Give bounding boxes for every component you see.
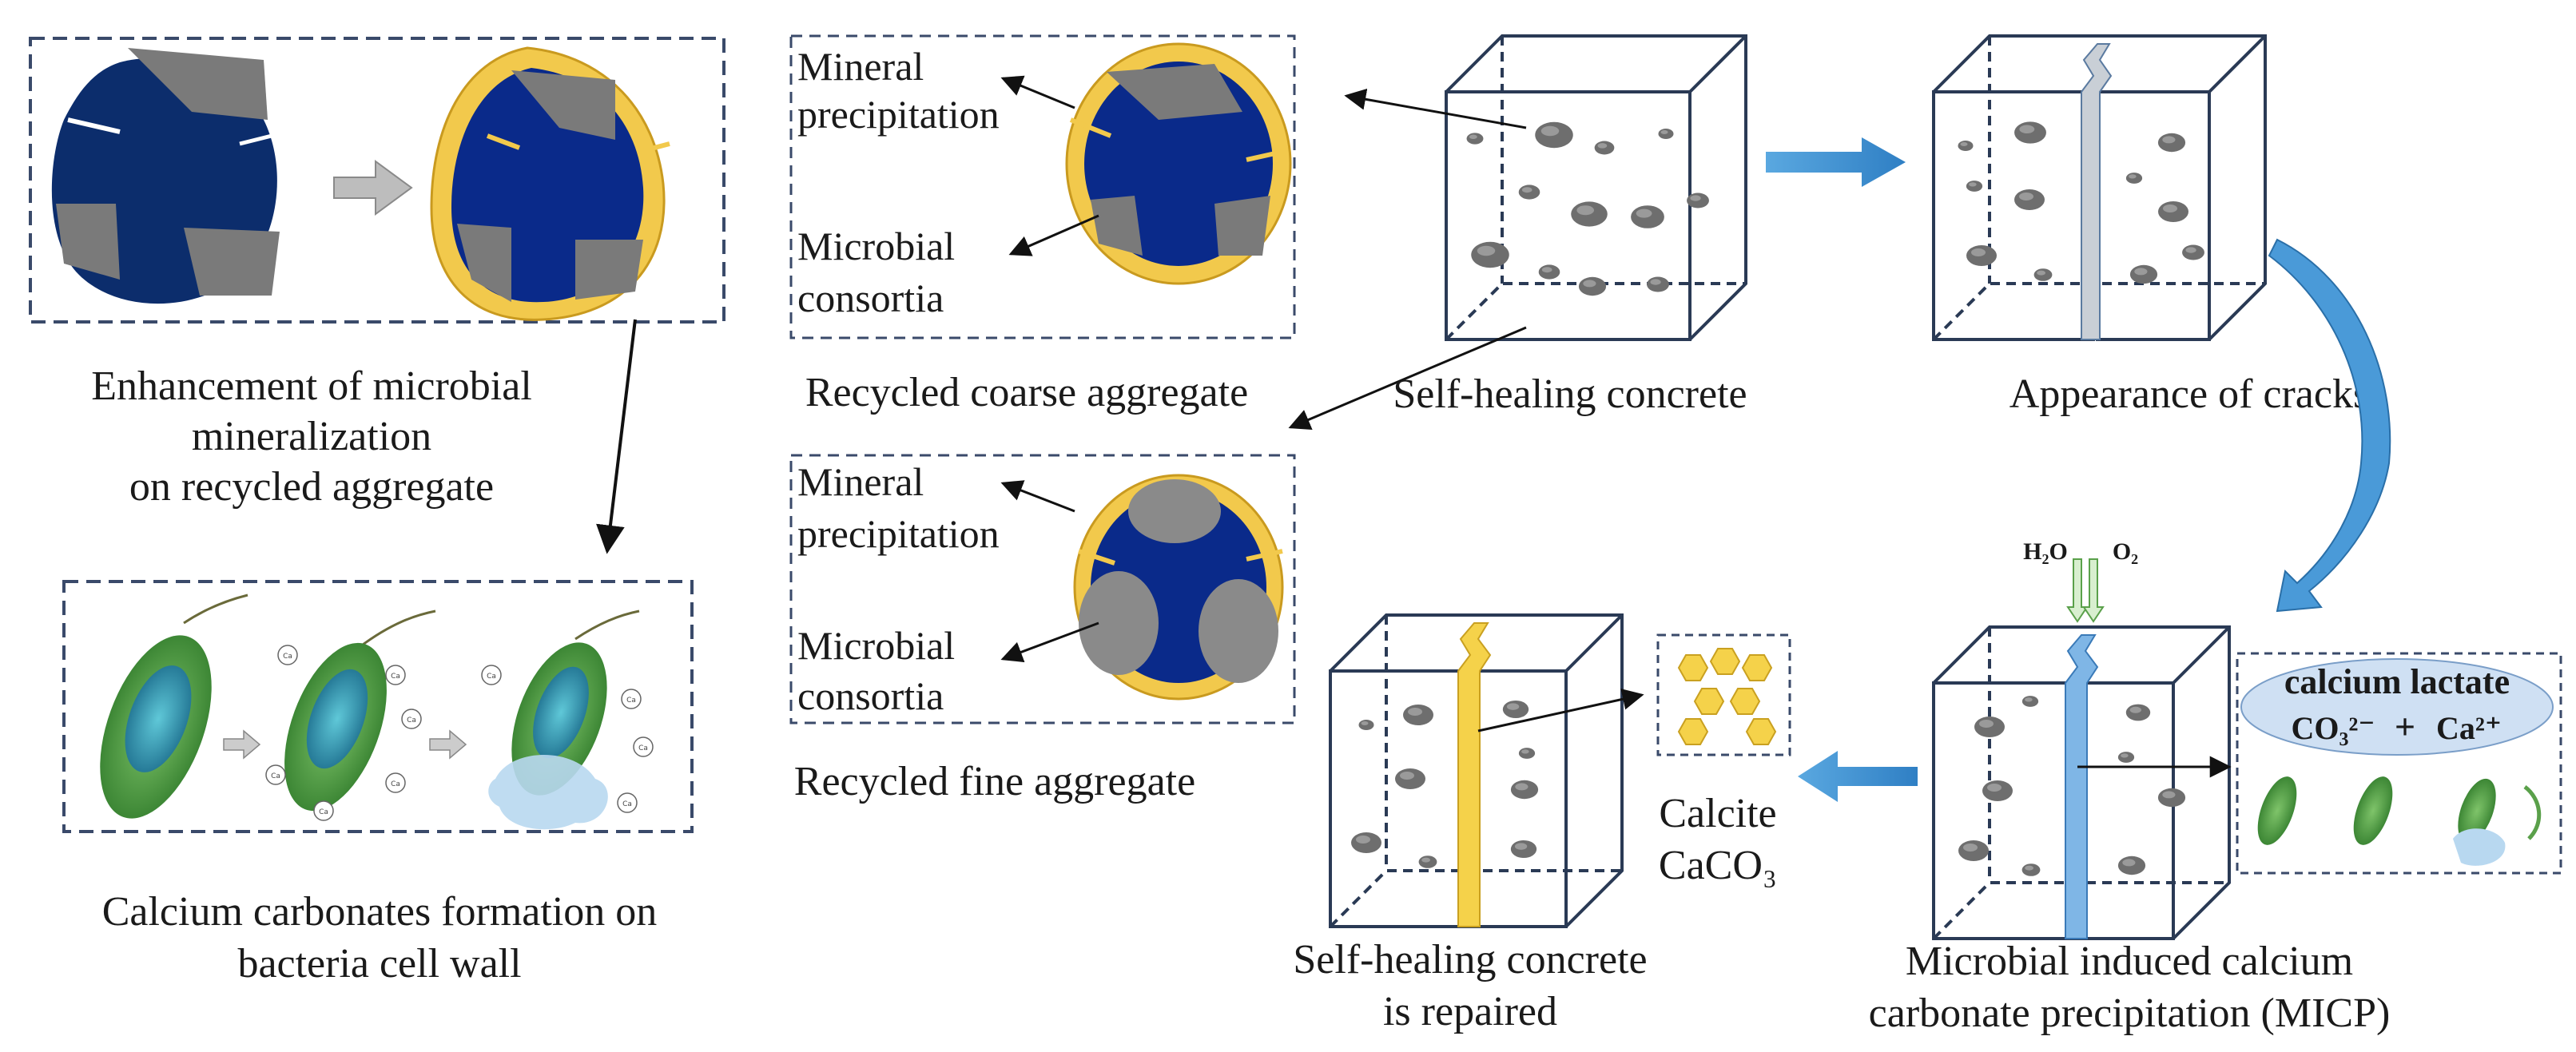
- concrete-stones-4: [1351, 700, 1539, 868]
- bacteria-dashed-box: [62, 580, 694, 833]
- concrete-to-fine-arrow: [1288, 326, 1527, 430]
- micp-concrete-cube: [1932, 625, 2231, 940]
- calcite-label: Calcite: [1659, 791, 1776, 836]
- fine-microbial-pointer: [1000, 621, 1099, 663]
- bacterium-1-icon: [100, 593, 248, 819]
- self-healing-label: Self-healing concrete: [1393, 371, 1747, 417]
- fine-microbial-label-1: Microbial: [797, 623, 955, 668]
- repaired-label-2: is repaired: [1383, 989, 1557, 1034]
- coarse-microbial-pointer: [1008, 214, 1099, 256]
- micp-crack-blue: [2065, 634, 2099, 939]
- plus-label: +: [2395, 706, 2415, 747]
- bacterium-2-icon: [284, 609, 436, 812]
- recycled-fine-label: Recycled fine aggregate: [794, 759, 1195, 804]
- curved-blue-arrow: [2268, 238, 2391, 613]
- recycled-coarse-label: Recycled coarse aggregate: [805, 370, 1248, 415]
- enhancement-label-1: Enhancement of microbial: [91, 363, 532, 409]
- coarse-microbial-label-2: consortia: [797, 276, 944, 320]
- gray-arrow: [333, 160, 413, 216]
- bacterium-3-icon: [488, 609, 640, 830]
- small-arrow-2: [429, 729, 467, 760]
- fine-microbial-label-2: consortia: [797, 673, 944, 718]
- crack-gap: [2081, 43, 2113, 340]
- coarse-mineral-pointer: [1000, 75, 1075, 109]
- coated-aggregate-icon: [430, 46, 670, 321]
- enhancement-down-arrow: [596, 319, 637, 554]
- lactate-ellipse: [2240, 658, 2554, 756]
- fine-mineral-label-1: Mineral: [797, 459, 924, 504]
- appearance-cracks-label: Appearance of cracks: [2010, 371, 2369, 417]
- h2o-label: H₂O: [2023, 538, 2068, 565]
- coarse-dashed-box: [789, 34, 1296, 339]
- calcium-formation-label-2: bacteria cell wall: [237, 941, 521, 986]
- enhancement-label-2: mineralization: [192, 414, 431, 459]
- plain-aggregate-icon: [51, 48, 280, 304]
- repaired-crack-yellow: [1457, 622, 1492, 927]
- enhancement-label-3: on recycled aggregate: [129, 464, 494, 510]
- small-arrow-1: [223, 729, 261, 760]
- fine-mineral-label-2: precipitation: [797, 511, 1000, 556]
- repaired-to-calcite-arrow: [1477, 689, 1644, 732]
- ca-label: Ca²⁺: [2436, 710, 2502, 746]
- coarse-microbial-label-1: Microbial: [797, 224, 955, 268]
- micp-label-1: Microbial induced calcium: [1906, 939, 2353, 984]
- calcium-lactate-label: calcium lactate: [2284, 662, 2510, 701]
- calcite-crystals-icon: [1677, 648, 1777, 745]
- fine-mineral-pointer: [1000, 480, 1075, 513]
- blue-left-arrow: [1798, 751, 1918, 802]
- fine-aggregate-icon: [1073, 474, 1284, 701]
- concrete-to-coarse-arrow: [1344, 88, 1527, 129]
- caco3-label: CaCO₃: [1659, 843, 1777, 888]
- blue-right-arrow: [1766, 137, 1906, 187]
- coarse-mineral-label-1: Mineral: [797, 44, 924, 89]
- repaired-concrete-cube: [1329, 613, 1624, 928]
- calcium-formation-label-1: Calcium carbonates formation on: [102, 889, 658, 935]
- repaired-label-1: Self-healing concrete: [1293, 937, 1647, 983]
- calcite-dashed-box: [1656, 633, 1791, 756]
- h2o-o2-inflow-arrows: [2066, 558, 2105, 623]
- micp-mini-bacteria-icon: [2257, 776, 2542, 866]
- coarse-mineral-label-2: precipitation: [797, 92, 1000, 137]
- micp-label-2: carbonate precipitation (MICP): [1869, 990, 2391, 1036]
- coarse-aggregate-icon: [1065, 42, 1292, 285]
- o2-label: O₂: [2113, 538, 2138, 565]
- enhancement-dashed-box: [29, 37, 725, 324]
- co3-label: CO₃²⁻: [2291, 710, 2375, 746]
